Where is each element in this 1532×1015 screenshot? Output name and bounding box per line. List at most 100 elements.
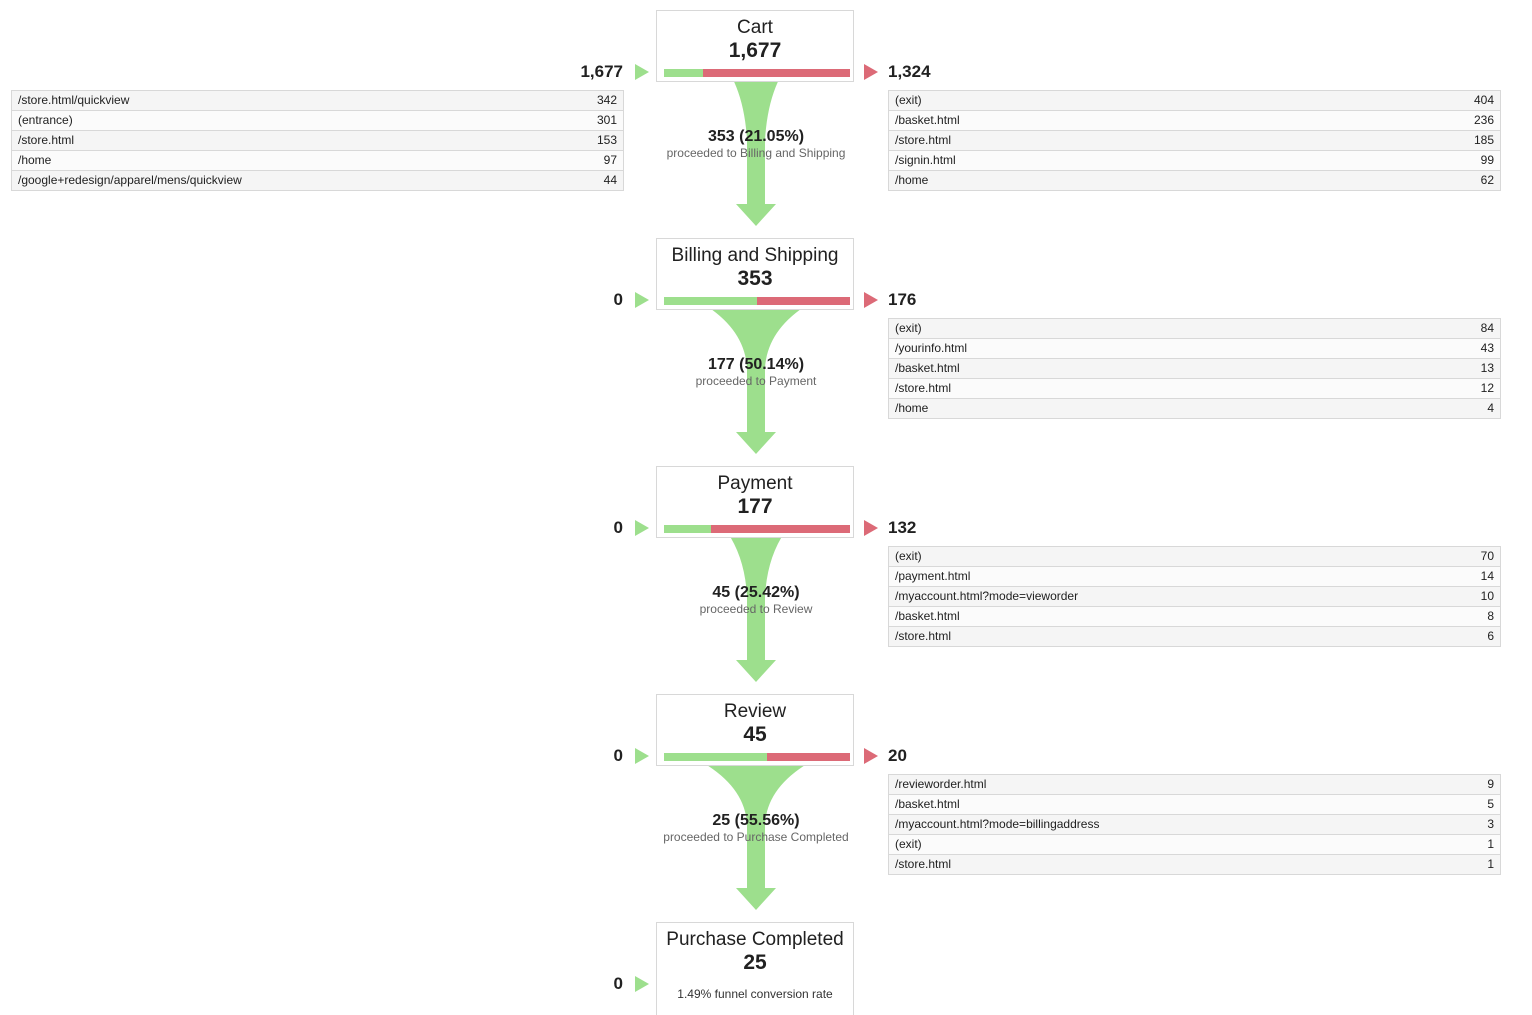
exit-destination-row[interactable]: /basket.html 5: [889, 795, 1500, 815]
exit-destination-row[interactable]: /yourinfo.html 43: [889, 339, 1500, 359]
entrance-arrow-icon: [635, 64, 649, 80]
destination-count: 99: [1480, 153, 1494, 167]
entrance-total: 0: [613, 974, 623, 993]
exit-arrow-icon: [864, 748, 878, 764]
entrance-source-row[interactable]: (entrance)301: [12, 111, 623, 131]
proceed-flow-label: 177 (50.14%)proceeded to Payment: [606, 356, 906, 388]
step-count: 177: [737, 495, 773, 518]
exit-destination-row[interactable]: /store.html 185: [889, 131, 1500, 151]
step-count: 353: [737, 267, 773, 290]
destination-page: /basket.html: [895, 609, 960, 623]
exit-destination-row[interactable]: (exit) 84: [889, 319, 1500, 339]
step-name: Cart: [737, 17, 773, 38]
exit-destinations-table: /revieworder.html 9/basket.html 5/myaccoun…: [888, 774, 1501, 875]
destination-count: 4: [1487, 401, 1494, 415]
destination-page: (exit): [895, 549, 922, 563]
entrance-source-row[interactable]: /home 97: [12, 151, 623, 171]
exit-destinations-table: (exit)404/basket.html 236/store.html 185/s…: [888, 90, 1501, 191]
destination-page: /revieworder.html: [895, 777, 987, 791]
source-page: /google+redesign/apparel/mens/quickview: [18, 173, 242, 187]
entrance-arrow-icon: [635, 520, 649, 536]
destination-count: 12: [1480, 381, 1494, 395]
exit-destination-row[interactable]: /store.html 12: [889, 379, 1500, 399]
destination-count: 10: [1480, 589, 1494, 603]
exit-total: 132: [888, 518, 917, 537]
exit-destination-row[interactable]: /basket.html 236: [889, 111, 1500, 131]
destination-page: /home: [895, 401, 929, 415]
destination-page: /yourinfo.html: [895, 341, 968, 355]
source-count: 97: [603, 153, 617, 167]
exit-destination-row[interactable]: (exit)1: [889, 835, 1500, 855]
exit-destination-row[interactable]: /myaccount.html?mode=vieworder 10: [889, 587, 1500, 607]
step-count: 25: [743, 951, 767, 974]
entrance-total: 1,677: [580, 62, 623, 81]
exit-destination-row[interactable]: /revieworder.html 9: [889, 775, 1500, 795]
proceed-flow-label: 25 (55.56%)proceeded to Purchase Complet…: [606, 812, 906, 844]
destination-count: 84: [1480, 321, 1494, 335]
destination-page: /store.html: [895, 381, 952, 395]
exit-destination-row[interactable]: /signin.html 99: [889, 151, 1500, 171]
destination-count: 70: [1480, 549, 1494, 563]
destination-page: /store.html: [895, 629, 952, 643]
step-count: 45: [743, 723, 767, 746]
destination-count: 5: [1487, 797, 1494, 811]
proceed-description: proceeded to Purchase Completed: [663, 830, 849, 844]
destination-page: /basket.html: [895, 113, 960, 127]
proceed-flow-arrow: [712, 310, 800, 454]
destination-count: 8: [1487, 609, 1494, 623]
source-count: 342: [596, 93, 617, 107]
proceed-flow-label: 353 (21.05%)proceeded to Billing and Shi…: [606, 128, 906, 160]
destination-count: 14: [1480, 569, 1494, 583]
proceed-description: proceeded to Payment: [695, 374, 817, 388]
proceed-description: proceeded to Billing and Shipping: [666, 146, 846, 160]
destination-count: 1: [1487, 837, 1494, 851]
source-count: 301: [596, 113, 617, 127]
destination-page: /myaccount.html?mode=vieworder: [895, 589, 1079, 603]
proceed-count: 45 (25.42%): [712, 584, 800, 601]
proceed-exit-bar: [664, 525, 850, 533]
source-page: /home: [18, 153, 52, 167]
proceed-flow-arrow: [730, 538, 782, 682]
destination-page: /store.html: [895, 133, 952, 147]
destination-count: 9: [1487, 777, 1494, 791]
destination-page: /signin.html: [895, 153, 956, 167]
funnel-conversion-rate: 1.49% funnel conversion rate: [677, 987, 833, 1001]
proceed-count: 353 (21.05%): [707, 128, 805, 145]
proceed-count: 177 (50.14%): [707, 356, 805, 373]
proceed-exit-bar: [664, 753, 850, 761]
exit-destination-row[interactable]: /home 4: [889, 399, 1500, 419]
step-name: Review: [723, 701, 787, 722]
destination-count: 1: [1487, 857, 1494, 871]
proceed-exit-bar: [664, 297, 850, 305]
entrance-total: 0: [613, 746, 623, 765]
destination-page: /basket.html: [895, 797, 960, 811]
exit-destination-row[interactable]: (exit) 70: [889, 547, 1500, 567]
destination-count: 185: [1473, 133, 1494, 147]
proceed-flow-label: 45 (25.42%)proceeded to Review: [606, 584, 906, 616]
proceed-description: proceeded to Review: [699, 602, 813, 616]
exit-destination-row[interactable]: (exit)404: [889, 91, 1500, 111]
source-count: 153: [596, 133, 617, 147]
exit-destination-row[interactable]: /basket.html 8: [889, 607, 1500, 627]
destination-count: 43: [1480, 341, 1494, 355]
entrance-arrow-icon: [635, 748, 649, 764]
destination-count: 236: [1473, 113, 1494, 127]
destination-page: (exit): [895, 321, 922, 335]
exit-total: 20: [888, 746, 907, 765]
